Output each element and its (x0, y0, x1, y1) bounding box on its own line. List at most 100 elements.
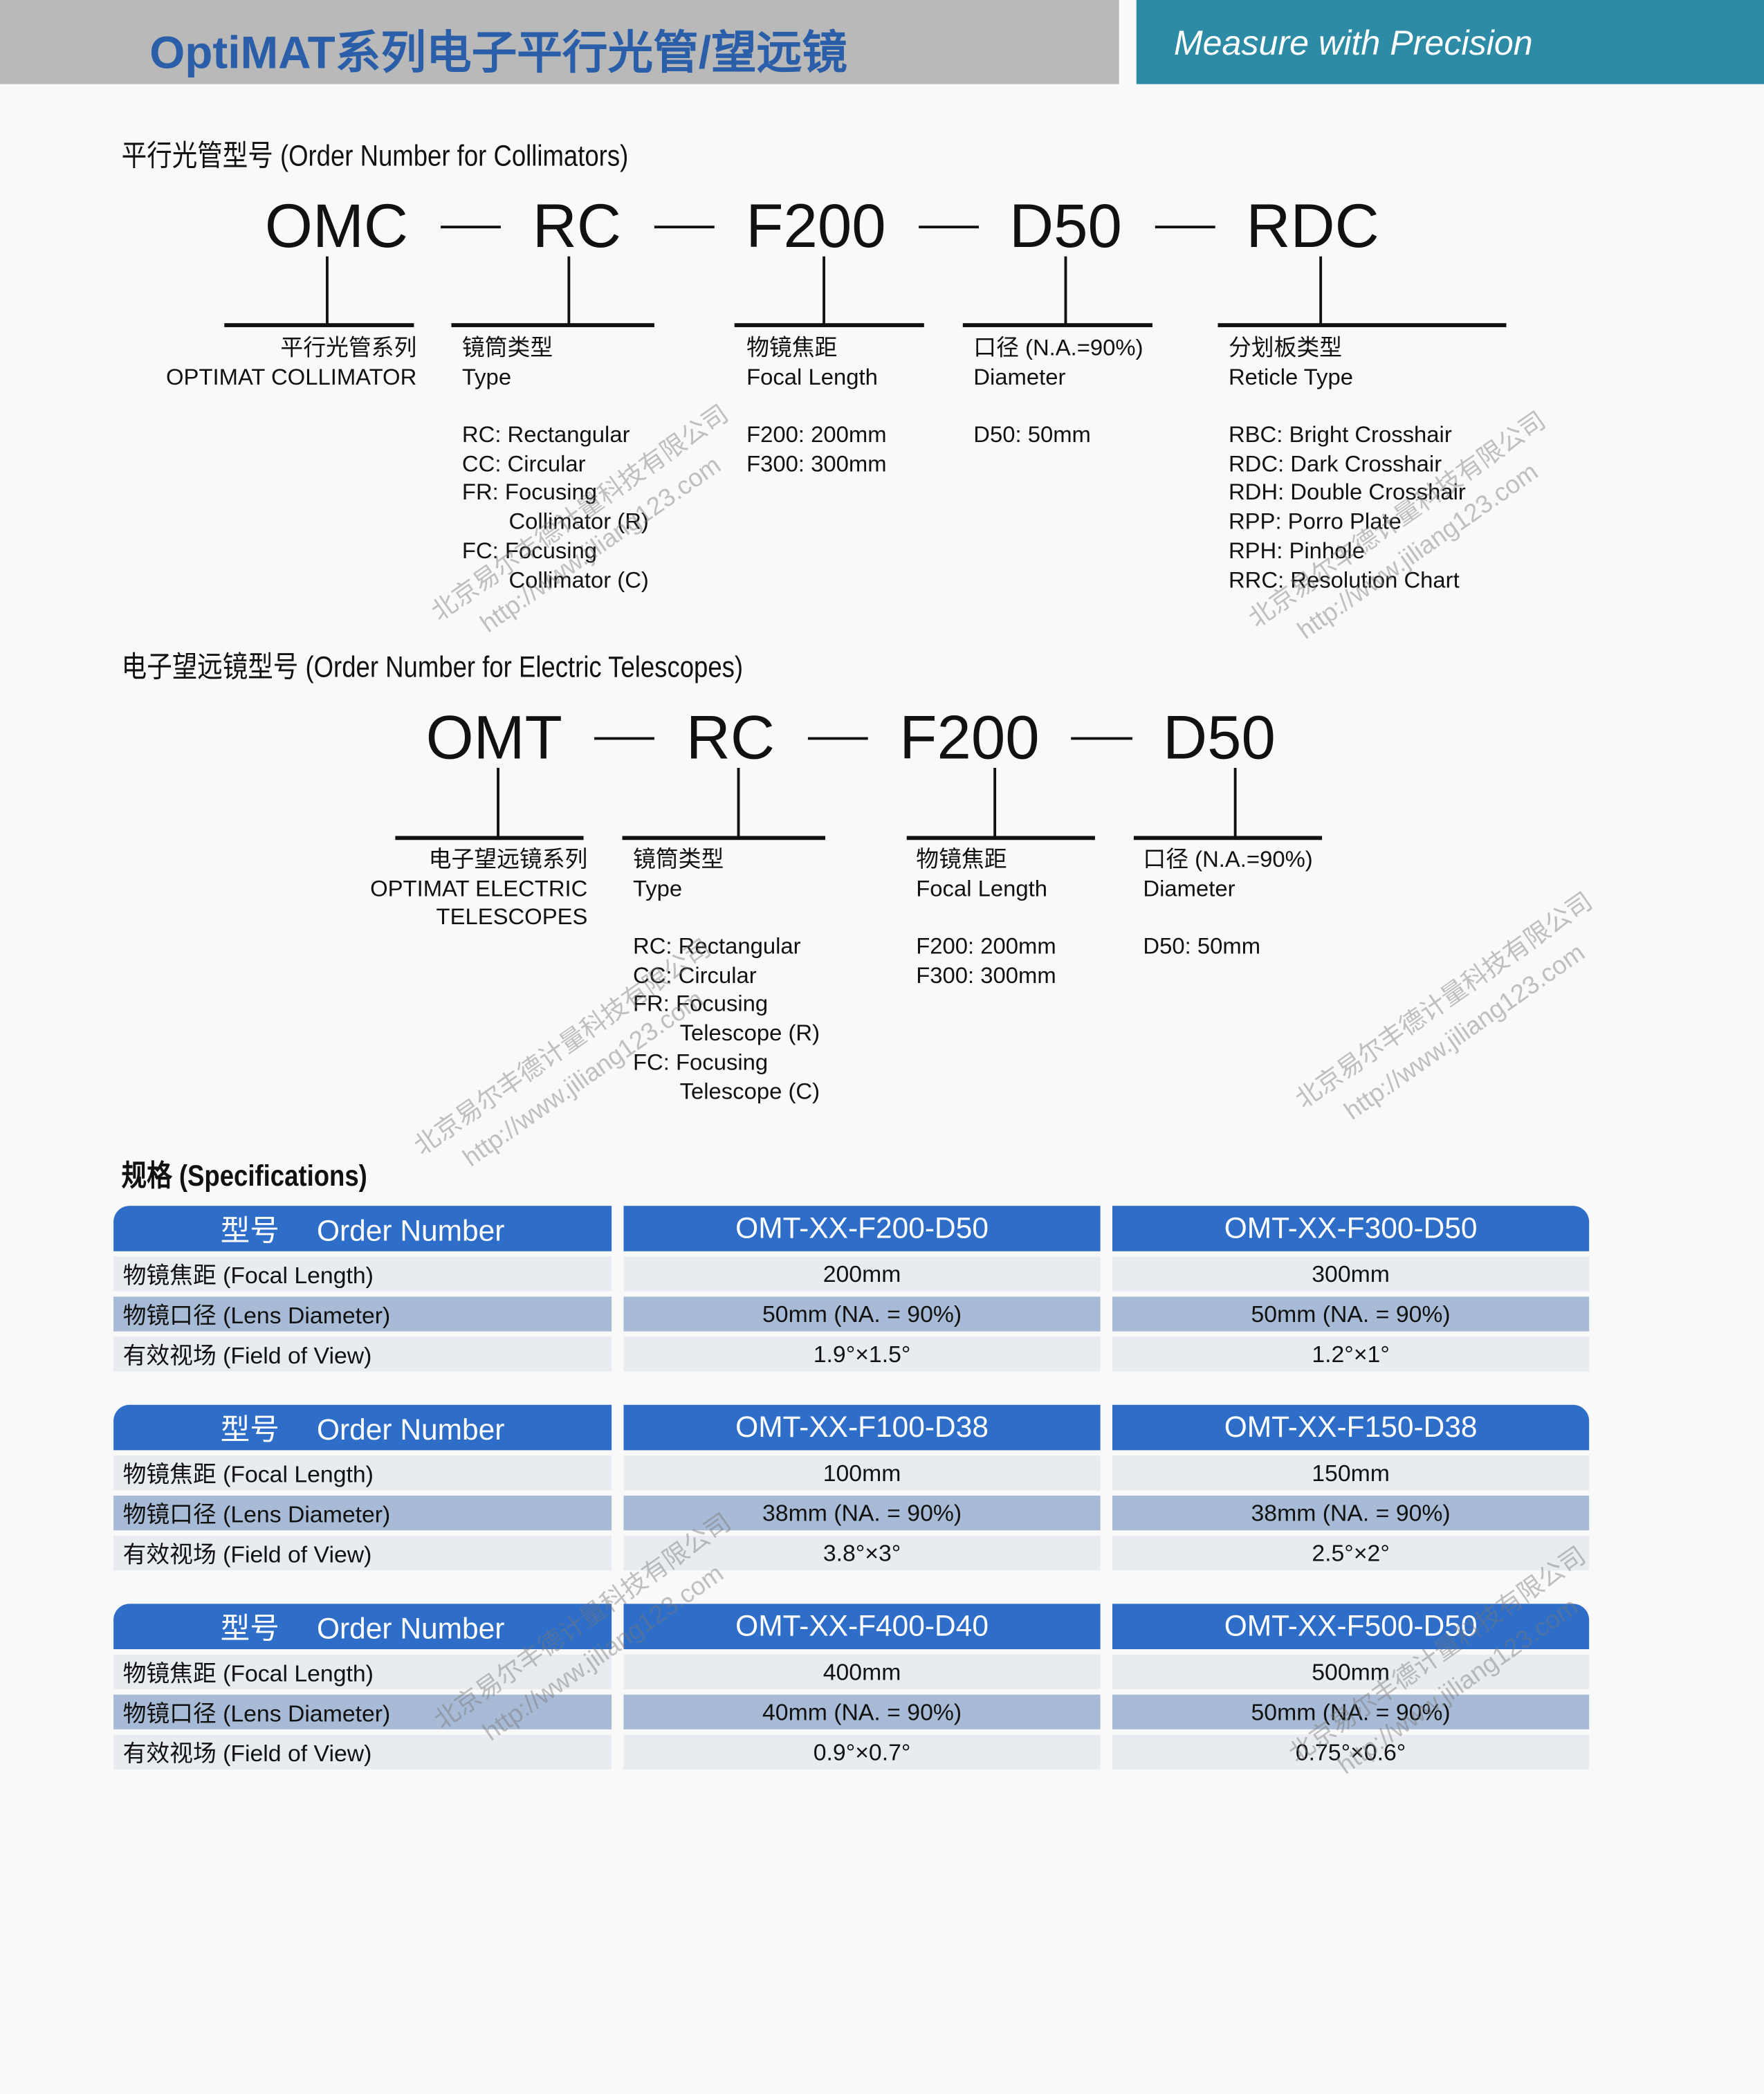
description-line: F200: 200mm (916, 933, 1056, 959)
description-line: 镜筒类型 (633, 846, 724, 872)
description-line: Focal Length (916, 875, 1048, 901)
description-line: Type (633, 875, 683, 901)
description-line: OPTIMAT ELECTRIC (370, 875, 588, 901)
underline-bar (1218, 323, 1507, 327)
description-line: D50: 50mm (973, 422, 1091, 448)
header-banner (0, 0, 1119, 84)
description-line: F300: 300mm (746, 450, 887, 477)
description-line: RBC: Bright Crosshair (1228, 422, 1452, 448)
connector-line (823, 256, 825, 325)
connector-line (1319, 256, 1322, 325)
connector-line (1233, 767, 1236, 838)
description-line: F300: 300mm (916, 962, 1056, 989)
spec-value: 1.2°×1° (1112, 1337, 1590, 1372)
description-line (1229, 392, 1466, 421)
description-line: Collimator (R) (508, 508, 649, 535)
underline-bar (962, 323, 1152, 327)
dash-separator (1155, 226, 1215, 229)
description-line: Telescope (C) (679, 1078, 820, 1104)
spec-value: 300mm (1112, 1256, 1590, 1292)
code-segment: D50 (1163, 702, 1276, 772)
spec-row-label: 物镜焦距 (Focal Length) (113, 1654, 612, 1689)
dash-separator (594, 737, 654, 740)
spec-value: 0.75°×0.6° (1112, 1734, 1590, 1770)
description-line: 电子望远镜系列 (428, 846, 588, 872)
description-line: CC: Circular (461, 450, 586, 477)
spec-row-label: 物镜口径 (Lens Diameter) (113, 1694, 612, 1729)
code-segment: OMT (425, 702, 562, 772)
model-header: OMT-XX-F200-D50 (623, 1206, 1101, 1251)
description-line: F200: 200mm (746, 422, 887, 448)
spec-value: 400mm (623, 1654, 1101, 1689)
spec-value: 0.9°×0.7° (623, 1734, 1101, 1770)
description-line: RRC: Resolution Chart (1228, 567, 1460, 593)
watermark-company: 北京易尔丰德计量科技有限公司 (1291, 888, 1599, 1115)
description-line: 物镜焦距 (746, 335, 838, 361)
model-header: OMT-XX-F300-D50 (1112, 1206, 1590, 1251)
tagline: Measure with Precision (1173, 22, 1533, 63)
connector-line (993, 767, 996, 838)
model-header: OMT-XX-F400-D40 (623, 1604, 1101, 1650)
underline-bar (451, 323, 654, 327)
spec-value: 200mm (623, 1256, 1101, 1292)
description-line: Type (461, 364, 512, 390)
spec-value: 40mm (NA. = 90%) (623, 1694, 1101, 1729)
connector-line (737, 767, 739, 838)
description-line: RC: Rectangular (633, 933, 801, 959)
spec-value: 500mm (1112, 1654, 1590, 1689)
spec-row-label: 物镜焦距 (Focal Length) (113, 1256, 612, 1292)
spec-value: 50mm (NA. = 90%) (1112, 1694, 1590, 1729)
description-line: RPH: Pinhole (1228, 538, 1365, 564)
model-header: OMT-XX-F500-D50 (1112, 1604, 1590, 1650)
description-line: Diameter (1143, 875, 1235, 901)
connector-line (567, 256, 570, 325)
description-line: FR: Focusing (633, 991, 769, 1017)
description-line: RDC: Dark Crosshair (1228, 450, 1442, 477)
description-line (973, 392, 1143, 421)
description-line: FC: Focusing (461, 538, 598, 564)
specs-section-title: 规格 (Specifications) (121, 1159, 367, 1193)
spec-value: 1.9°×1.5° (623, 1337, 1101, 1372)
description-line (916, 903, 1056, 933)
spec-value: 38mm (NA. = 90%) (623, 1496, 1101, 1531)
description-line: Collimator (C) (508, 567, 649, 593)
spec-row-label: 物镜口径 (Lens Diameter) (113, 1296, 612, 1332)
connector-line (497, 767, 499, 838)
table-header-order-number: 型号 Order Number (113, 1604, 612, 1650)
underline-bar (622, 836, 825, 841)
spec-value: 50mm (NA. = 90%) (623, 1296, 1101, 1332)
code-segment: F200 (899, 702, 1040, 772)
spec-row-label: 物镜焦距 (Focal Length) (113, 1455, 612, 1491)
description-line: 口径 (N.A.=90%) (973, 335, 1143, 361)
collimator-section-title: 平行光管型号 (Order Number for Collimators) (121, 138, 629, 173)
dash-separator (441, 226, 501, 229)
description-line: Diameter (973, 364, 1066, 390)
dash-separator (1071, 737, 1132, 740)
description-line: FR: Focusing (461, 479, 598, 506)
spec-row-label: 物镜口径 (Lens Diameter) (113, 1496, 612, 1531)
table-header-order-number: 型号 Order Number (113, 1404, 612, 1451)
spec-value: 3.8°×3° (623, 1535, 1101, 1571)
tagline-banner (1136, 0, 1764, 84)
dash-separator (919, 226, 979, 229)
description-line: CC: Circular (633, 962, 757, 989)
description-line: 物镜焦距 (916, 846, 1007, 872)
code-segment: RC (686, 702, 775, 772)
description-line: RPP: Porro Plate (1228, 508, 1402, 535)
description-line (1143, 903, 1312, 933)
table-header-order-number: 型号 Order Number (113, 1206, 612, 1251)
underline-bar (395, 836, 584, 841)
spec-value: 150mm (1112, 1455, 1590, 1491)
description-line: Telescope (R) (679, 1020, 820, 1046)
connector-line (1064, 256, 1067, 325)
dash-separator (807, 737, 868, 740)
underline-bar (1133, 836, 1323, 841)
spec-value: 50mm (NA. = 90%) (1112, 1296, 1590, 1332)
description-line: Reticle Type (1228, 364, 1353, 390)
code-segment: D50 (1009, 191, 1122, 261)
